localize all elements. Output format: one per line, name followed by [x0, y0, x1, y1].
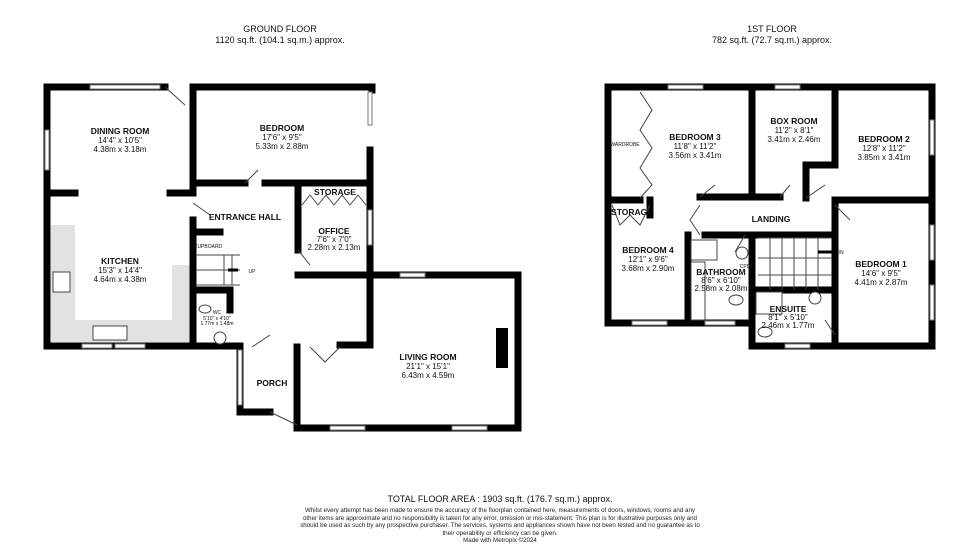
first-floor-area: 782 sq.ft. (72.7 sq.m.) approx.	[711, 35, 833, 45]
first-floor-plan: BEDROOM 3 11'8" x 11'2" 3.56m x 3.41m BO…	[604, 83, 936, 350]
footer: TOTAL FLOOR AREA : 1903 sq.ft. (176.7 sq…	[300, 494, 700, 545]
window	[329, 425, 366, 431]
room-dim-imperial: 12'8" x 11'2"	[862, 144, 905, 153]
door-swings	[164, 86, 367, 426]
bath-icon	[690, 261, 706, 321]
room-name-bathroom: BATHROOM	[696, 267, 745, 277]
room-dim-metric: 3.41m x 2.46m	[768, 135, 821, 144]
room-name-dining: DINING ROOM	[91, 126, 150, 136]
ground-floor-plan: DINING ROOM 14'4" x 10'5" 4.38m x 3.18m …	[43, 83, 522, 432]
room-name-ensuite: ENSUITE	[770, 304, 807, 314]
ground-floor-header: GROUND FLOOR 1120 sq.ft. (104.1 sq.m.) a…	[130, 24, 430, 46]
room-dim-metric: 3.56m x 3.41m	[669, 151, 722, 160]
room-name-kitchen: KITCHEN	[101, 256, 139, 266]
basin-icon	[808, 291, 822, 305]
room-name-bedroom-1: BEDROOM 1	[855, 259, 907, 269]
window	[774, 84, 801, 90]
label-landing: LANDING	[752, 214, 791, 224]
label-storage: STORAGE	[314, 187, 356, 197]
window	[929, 224, 935, 261]
label-entrance-hall: ENTRANCE HALL	[209, 212, 281, 222]
toilet-icon	[728, 294, 744, 306]
room-dim-metric: 4.64m x 4.38m	[94, 275, 147, 284]
room-dim-imperial: 8'6" x 6'10"	[701, 276, 741, 285]
door-swings	[611, 91, 851, 336]
shower-icon	[755, 291, 783, 315]
kitchen-counter	[172, 265, 192, 340]
room-name-bedroom: BEDROOM	[260, 123, 304, 133]
room-name-bedroom-3: BEDROOM 3	[669, 132, 721, 142]
room-name-bedroom-2: BEDROOM 2	[858, 134, 910, 144]
window	[929, 119, 935, 156]
label-down: DN	[836, 250, 844, 256]
fireplace-icon	[496, 328, 508, 368]
label-wardrobe: WARDROBE	[610, 142, 640, 148]
room-dim-metric: 2.58m x 2.08m	[695, 284, 748, 293]
window	[44, 129, 50, 171]
room-dim-metric: 5.33m x 2.88m	[256, 142, 309, 151]
label-storage: STORAGE	[611, 207, 653, 217]
hob-icon	[52, 271, 71, 293]
room-dim-imperial: 14'4" x 10'5"	[98, 136, 142, 145]
room-dim-metric: 1.77m x 1.48m	[200, 321, 233, 327]
window	[237, 349, 243, 406]
window	[114, 343, 146, 349]
room-dim-imperial: 8'1" x 5'10"	[768, 313, 808, 322]
room-dim-imperial: 14'6" x 9'5"	[861, 269, 901, 278]
room-dim-imperial: 17'6" x 9'5"	[262, 133, 302, 142]
label-up: UP	[249, 269, 257, 275]
room-name-living: LIVING ROOM	[399, 352, 456, 362]
first-floor-header: 1ST FLOOR 782 sq.ft. (72.7 sq.m.) approx…	[622, 24, 922, 46]
room-name-bedroom-4: BEDROOM 4	[622, 245, 674, 255]
window	[704, 320, 736, 326]
window	[399, 272, 426, 278]
staircase	[758, 237, 832, 290]
room-dim-metric: 6.43m x 4.59m	[402, 371, 455, 380]
room-dim-metric: 4.38m x 3.18m	[94, 145, 147, 154]
total-floor-area: TOTAL FLOOR AREA : 1903 sq.ft. (176.7 sq…	[387, 494, 613, 504]
room-dim-imperial: 15'3" x 14'4"	[98, 266, 142, 275]
window	[451, 425, 488, 431]
window	[784, 343, 811, 349]
toilet-icon	[757, 326, 773, 338]
window	[667, 84, 704, 90]
staircase	[196, 254, 240, 286]
room-dim-metric: 2.28m x 2.13m	[308, 243, 361, 252]
shower-icon	[690, 239, 718, 261]
ground-floor-title: GROUND FLOOR	[243, 24, 317, 34]
label-cupboard: CUPBOARD	[194, 244, 223, 250]
room-dim-imperial: 11'8" x 11'2"	[674, 142, 717, 151]
window	[367, 91, 373, 126]
room-dim-imperial: 11'2" x 8'1"	[775, 126, 814, 135]
window	[929, 284, 935, 321]
room-dim-metric: 2.46m x 1.77m	[762, 321, 815, 330]
credit: Made with Metropix ©2024	[463, 537, 537, 545]
room-dim-imperial: 5'10" x 4'10"	[203, 316, 231, 322]
room-dim-imperial: 7'6" x 7'0"	[317, 235, 352, 244]
window	[81, 343, 113, 349]
basin-icon	[735, 246, 749, 260]
room-dim-metric: 3.68m x 2.90m	[622, 264, 675, 273]
room-name-box-room: BOX ROOM	[770, 116, 817, 126]
room-name-office: OFFICE	[318, 226, 349, 236]
room-dim-imperial: 12'1" x 9'6"	[628, 255, 668, 264]
disclaimer: Whilst every attempt has been made to en…	[300, 507, 700, 537]
window	[89, 84, 161, 90]
label-cupboard: CPD	[740, 264, 751, 270]
basin-icon	[213, 331, 227, 345]
window	[631, 320, 668, 326]
room-dim-imperial: 21'1" x 15'1"	[406, 362, 450, 371]
room-dim-metric: 3.85m x 3.41m	[858, 153, 911, 162]
room-name-wc: WC	[213, 310, 222, 316]
ground-floor-area: 1120 sq.ft. (104.1 sq.m.) approx.	[215, 35, 345, 45]
window	[367, 209, 373, 246]
sink-icon	[92, 325, 128, 341]
toilet-icon	[198, 304, 212, 314]
room-dim-metric: 4.41m x 2.87m	[855, 278, 908, 287]
label-porch: PORCH	[257, 378, 288, 388]
first-floor-title: 1ST FLOOR	[747, 24, 797, 34]
